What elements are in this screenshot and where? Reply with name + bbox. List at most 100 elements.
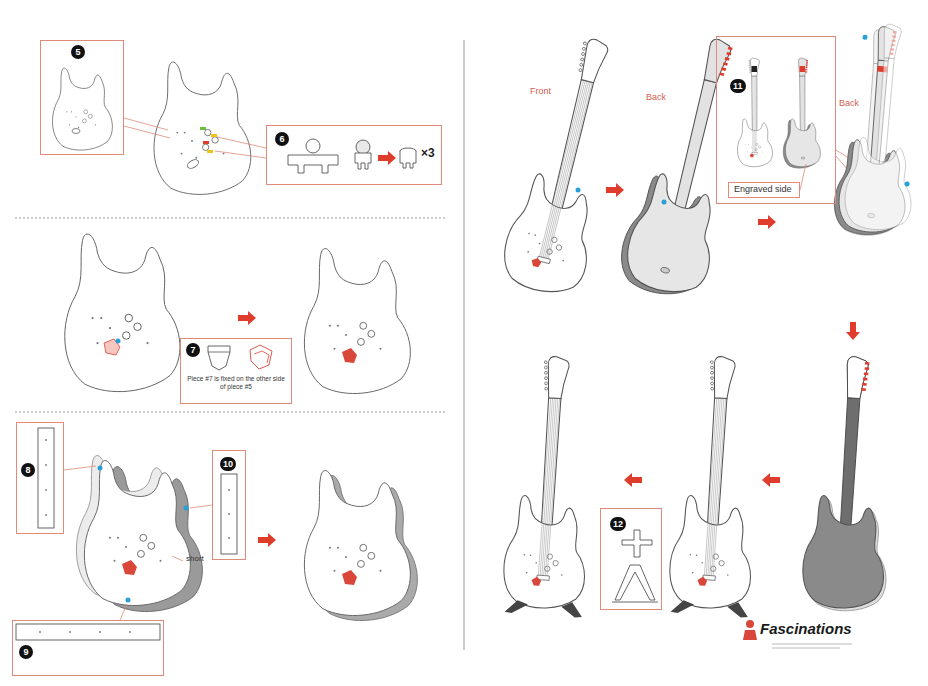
step-8-9-10 xyxy=(98,466,103,471)
step-7 xyxy=(238,311,256,325)
step-7 xyxy=(304,249,410,394)
step-8-9-10 xyxy=(120,604,127,620)
step-8-9-10 xyxy=(129,631,131,633)
step-11 xyxy=(606,183,624,197)
step-7 xyxy=(208,352,230,353)
step-11 xyxy=(800,164,806,190)
step-8-9-10 xyxy=(109,534,162,566)
step-5-6 xyxy=(52,68,112,150)
step-11 xyxy=(843,22,927,233)
callout-number: 7 xyxy=(186,343,200,357)
step-12 xyxy=(612,602,658,603)
brand-logo: Fascinations xyxy=(760,620,852,637)
step-12 xyxy=(667,354,766,618)
step-8-9-10 xyxy=(172,556,183,561)
callout-number: 9 xyxy=(19,645,33,659)
brand-mascot xyxy=(746,620,754,628)
step-5-6 xyxy=(52,62,416,194)
step-11 xyxy=(662,200,667,205)
callout-box: 8 xyxy=(16,422,64,534)
step-8-9-10 xyxy=(258,533,276,547)
callout-number: 5 xyxy=(71,45,85,59)
step-7 xyxy=(104,339,120,355)
callout-box: 5 xyxy=(40,40,124,155)
callout-number: 12 xyxy=(610,517,626,531)
step-8-9-10 xyxy=(304,471,410,616)
step-7 xyxy=(116,339,121,344)
side-label: Engraved side xyxy=(734,184,792,195)
step-8-9-10 xyxy=(39,631,131,633)
step-8-9-10 xyxy=(38,428,54,528)
step-7 xyxy=(254,351,269,363)
length-note: short xyxy=(186,554,204,563)
step-5-6 xyxy=(355,153,371,169)
step-5-6 xyxy=(306,139,320,153)
step-5-6 xyxy=(124,118,168,130)
callout-box: 10 xyxy=(212,450,246,560)
step-5-6 xyxy=(215,151,266,158)
step-8-9-10 xyxy=(228,513,230,515)
step-11 xyxy=(846,322,860,340)
step-12 xyxy=(624,473,642,487)
step-8-9-10 xyxy=(184,506,189,511)
callout-box: 9 xyxy=(12,620,164,676)
step-11 xyxy=(752,66,758,72)
step-5-6 xyxy=(211,134,217,137)
step-7 xyxy=(208,346,230,370)
brand-mascot xyxy=(743,620,852,648)
step-8-9-10 xyxy=(45,439,47,441)
step-7 xyxy=(65,234,180,392)
step-7 xyxy=(65,234,411,404)
step-11 xyxy=(873,24,902,165)
step-8-9-10 xyxy=(342,570,357,585)
step-11 xyxy=(800,66,806,72)
brand-mascot xyxy=(772,644,852,648)
step-5-6 xyxy=(288,155,338,173)
step-5-6 xyxy=(186,158,200,170)
step-5-6 xyxy=(356,140,370,154)
step-8-9-10 xyxy=(45,489,47,491)
step-12 xyxy=(762,473,780,487)
step-12 xyxy=(615,565,655,600)
step-5-6 xyxy=(378,151,396,165)
step-5-6 xyxy=(124,118,266,158)
step-8-9-10 xyxy=(126,598,131,603)
step-12 xyxy=(800,354,901,614)
step-8-9-10 xyxy=(228,489,230,539)
step-11 xyxy=(497,30,640,300)
callout-number: 11 xyxy=(730,79,746,93)
step-5-6 xyxy=(154,62,251,194)
callout-box: 12 xyxy=(600,508,662,610)
step-11 xyxy=(843,136,917,232)
callout-number: 8 xyxy=(21,463,35,477)
step-5-6 xyxy=(203,141,209,144)
step-12 xyxy=(501,354,600,618)
step-8-9-10 xyxy=(228,537,230,539)
step-11 xyxy=(497,21,927,340)
callout-number: 6 xyxy=(275,132,289,146)
divider xyxy=(15,218,445,219)
step-8-9-10 xyxy=(69,631,71,633)
brand-mascot xyxy=(772,648,840,649)
divider xyxy=(464,40,465,650)
step-8-9-10 xyxy=(64,466,96,470)
step-11 xyxy=(832,24,921,238)
step-5-6 xyxy=(217,137,266,148)
step-5-6 xyxy=(72,129,80,134)
callout-number: 10 xyxy=(220,457,236,471)
step-12 xyxy=(501,354,902,618)
step-8-9-10 xyxy=(16,428,417,640)
step-8-9-10 xyxy=(99,631,101,633)
quantity: ×3 xyxy=(421,146,435,160)
divider xyxy=(15,412,445,413)
step-5-6 xyxy=(400,151,416,168)
brand-mascot xyxy=(772,644,852,645)
step-8-9-10 xyxy=(45,464,47,466)
step-11 xyxy=(576,188,581,193)
step-7 xyxy=(342,348,357,363)
step-8-9-10 xyxy=(122,560,137,575)
step-5-6 xyxy=(200,127,206,130)
note: Piece #7 is fixed on the other side of p… xyxy=(185,375,287,391)
